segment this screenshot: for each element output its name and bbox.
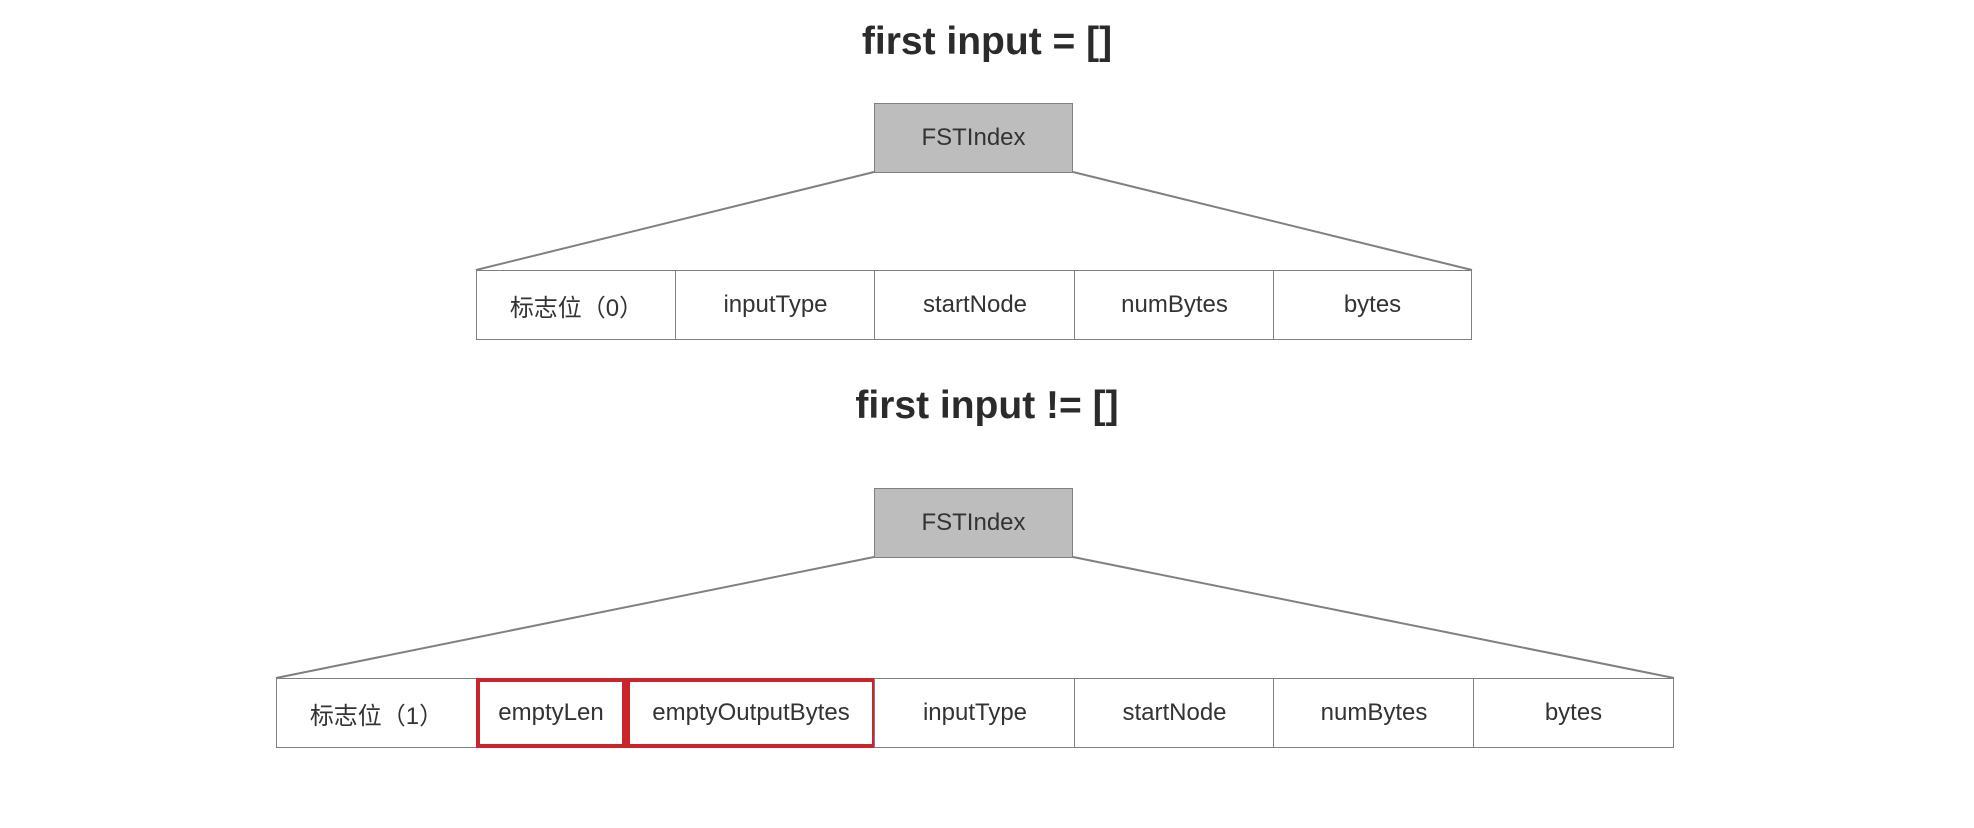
field-cell-highlighted: emptyOutputBytes xyxy=(626,678,876,748)
field-cell: inputType xyxy=(874,678,1076,748)
connector-line xyxy=(1072,171,1473,271)
field-cell: 标志位（0） xyxy=(476,270,677,340)
section-title: first input != [] xyxy=(855,384,1119,427)
fstindex-node: FSTIndex xyxy=(874,103,1073,173)
field-cell: bytes xyxy=(1473,678,1674,748)
connector-line xyxy=(475,171,875,271)
field-row: 标志位（0） inputType startNode numBytes byte… xyxy=(476,270,1472,340)
field-cell: 标志位（1） xyxy=(276,678,477,748)
field-cell: numBytes xyxy=(1074,270,1275,340)
connector-line xyxy=(1072,556,1675,679)
field-cell: inputType xyxy=(675,270,876,340)
field-cell: numBytes xyxy=(1273,678,1475,748)
field-cell: bytes xyxy=(1273,270,1472,340)
connector-line xyxy=(275,556,875,679)
field-cell: startNode xyxy=(1074,678,1275,748)
fstindex-node: FSTIndex xyxy=(874,488,1073,558)
field-cell-highlighted: emptyLen xyxy=(476,678,626,748)
section-title: first input = [] xyxy=(861,20,1113,63)
field-row: 标志位（1） emptyLen emptyOutputBytes inputTy… xyxy=(276,678,1674,748)
field-cell: startNode xyxy=(874,270,1076,340)
